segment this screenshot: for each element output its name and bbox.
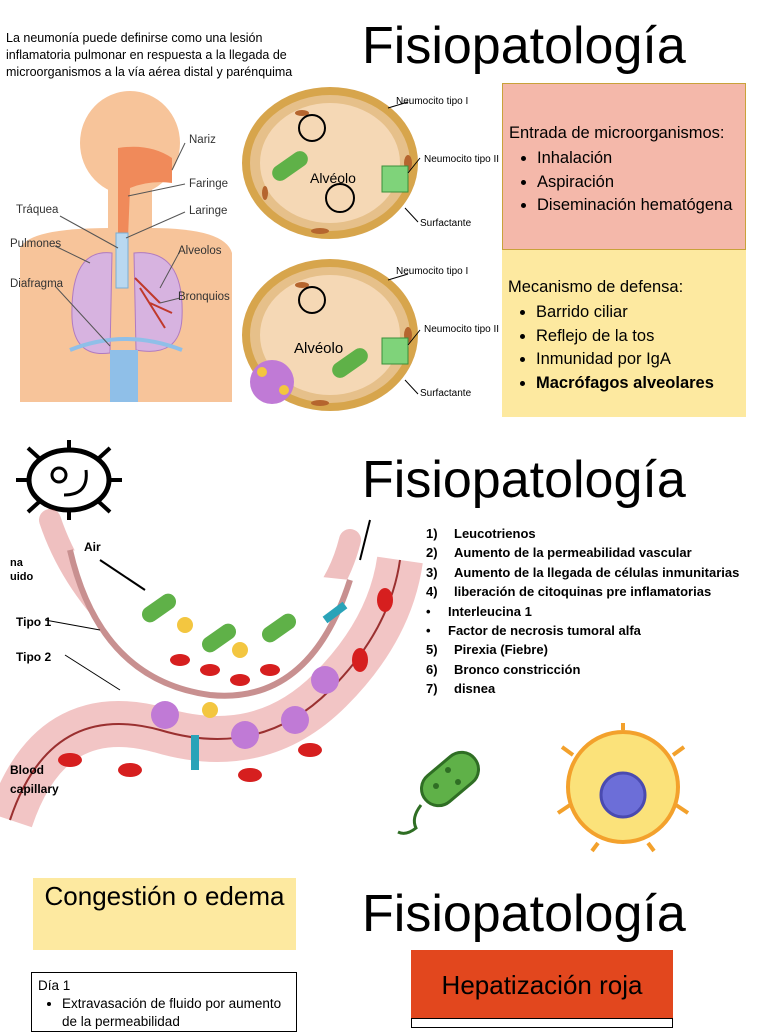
body-silhouette-icon xyxy=(20,91,232,402)
step-item: 2)Aumento de la permeabilidad vascular xyxy=(426,545,692,561)
entry-heading: Entrada de microorganismos: xyxy=(509,124,725,142)
alveolus-diagram-bottom: Neumocito tipo I Neumocito tipo II Surfa… xyxy=(240,259,502,415)
entry-item: Diseminación hematógena xyxy=(537,194,739,218)
label-air: Air xyxy=(84,540,101,554)
alveolus-icon xyxy=(242,87,421,239)
label-blood: Blood xyxy=(10,763,44,777)
day-box: Día 1 Extravasación de fluido por aument… xyxy=(31,972,297,1032)
label-bronquios: Bronquios xyxy=(178,291,230,303)
immune-cell-icon xyxy=(556,723,690,853)
pathophysiology-steps: 1)Leucotrienos 2)Aumento de la permeabil… xyxy=(426,524,739,699)
defense-item: Inmunidad por IgA xyxy=(536,348,740,372)
respiratory-anatomy-figure: Nariz Faringe Tráquea Laringe Pulmones A… xyxy=(0,88,240,402)
defense-item: Barrido ciliar xyxy=(536,301,740,325)
bacterium-icon xyxy=(396,740,488,840)
label-alveolos: Alveolos xyxy=(178,245,222,257)
label-pulmones: Pulmones xyxy=(10,238,62,250)
step-item: 4)liberación de citoquinas pre inflamato… xyxy=(426,584,712,600)
label-alveolo-top: Alvéolo xyxy=(310,170,356,186)
hepatization-banner: Hepatización roja xyxy=(411,950,673,1020)
alveolus-icon xyxy=(242,259,421,411)
congestion-label: Congestión o edema xyxy=(44,881,285,911)
day-item: Extravasación de fluido por aumento de l… xyxy=(62,995,290,1031)
label-nariz: Nariz xyxy=(189,134,216,146)
label-surfactante: Surfactante xyxy=(420,218,472,229)
panel1-title: Fisiopatología xyxy=(362,17,686,75)
defense-heading: Mecanismo de defensa: xyxy=(508,278,684,296)
step-item: 1)Leucotrienos xyxy=(426,526,536,541)
entry-list: Inhalación Aspiración Diseminación hemat… xyxy=(509,147,739,218)
defense-item-bold: Macrófagos alveolares xyxy=(536,372,740,396)
alveolar-capillary-icon xyxy=(0,509,423,828)
step-item: 3)Aumento de la llegada de células inmun… xyxy=(426,564,740,580)
defense-item: Reflejo de la tos xyxy=(536,325,740,349)
virus-icon xyxy=(14,440,124,520)
label-diafragma: Diafragma xyxy=(10,278,64,290)
label-neumocito2-b: Neumocito tipo II xyxy=(424,324,500,335)
intro-text: La neumonía puede definirse como una les… xyxy=(6,31,293,79)
entry-box: Entrada de microorganismos: Inhalación A… xyxy=(502,83,746,250)
alveolus-diagram-top: Neumocito tipo I Neumocito tipo II Surfa… xyxy=(240,87,502,248)
step-item: 7)disnea xyxy=(426,681,496,697)
day-heading: Día 1 xyxy=(38,978,71,993)
label-tipo2: Tipo 2 xyxy=(16,650,52,664)
panel3-title: Fisiopatología xyxy=(362,885,686,943)
alveolus-capillary-diagram: Air na uido Tipo 1 Tipo 2 Blood capillar… xyxy=(0,509,423,828)
label-traquea: Tráquea xyxy=(16,204,59,216)
step-item: 5)Pirexia (Fiebre) xyxy=(426,642,548,658)
entry-item: Aspiración xyxy=(537,171,739,195)
congestion-banner: Congestión o edema xyxy=(33,878,296,950)
panel2-title: Fisiopatología xyxy=(362,451,686,509)
label-surfactante-b: Surfactante xyxy=(420,388,472,399)
label-neumocito1-b: Neumocito tipo I xyxy=(396,266,469,277)
label-neumocito1: Neumocito tipo I xyxy=(396,96,469,107)
label-alveolo-bottom: Alvéolo xyxy=(294,340,344,357)
day-list: Extravasación de fluido por aumento de l… xyxy=(38,995,290,1031)
step-item: •Interleucina 1 xyxy=(426,603,532,619)
label-tipo1: Tipo 1 xyxy=(16,615,52,629)
label-capillary: capillary xyxy=(10,782,59,796)
label-neumocito2: Neumocito tipo II xyxy=(424,154,500,165)
defense-list: Barrido ciliar Reflejo de la tos Inmunid… xyxy=(508,301,740,395)
defense-box: Mecanismo de defensa: Barrido ciliar Ref… xyxy=(502,250,746,417)
hepatization-label: Hepatización roja xyxy=(441,970,643,1000)
label-faringe: Faringe xyxy=(189,178,228,190)
label-fluid: na uido xyxy=(10,557,34,583)
step-item: 6)Bronco constricción xyxy=(426,661,581,677)
hepatization-box-edge xyxy=(411,1018,673,1028)
step-item: •Factor de necrosis tumoral alfa xyxy=(426,623,641,639)
label-laringe: Laringe xyxy=(189,205,228,217)
entry-item: Inhalación xyxy=(537,147,739,171)
